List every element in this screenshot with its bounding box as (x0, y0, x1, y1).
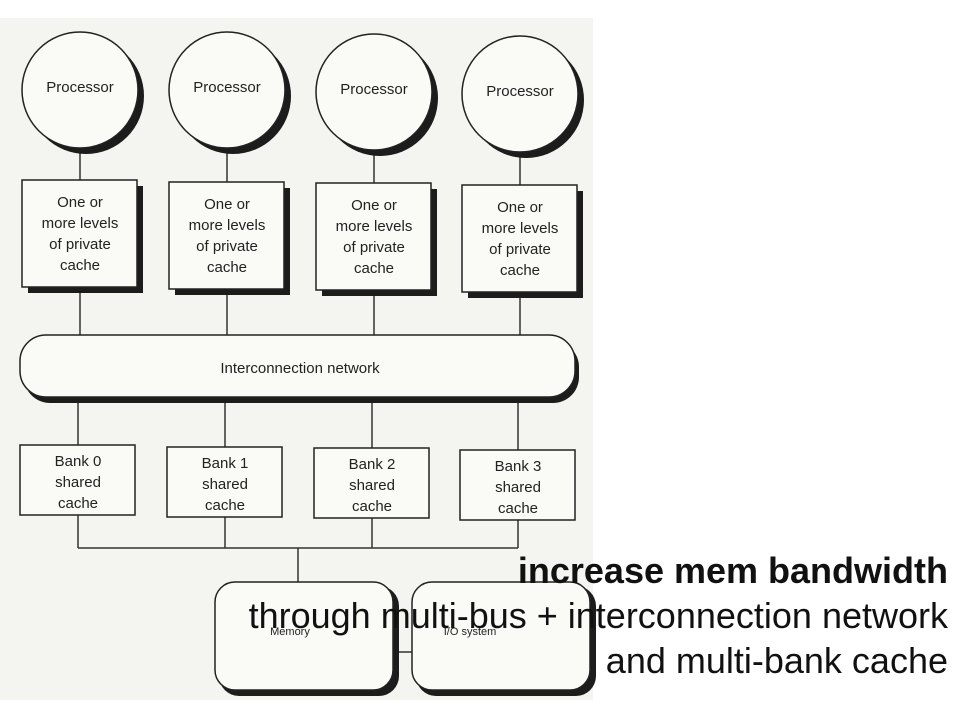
private-cache-label-line: more levels (482, 220, 559, 237)
bank-shared-cache-3: Bank 3 shared cache (459, 449, 576, 521)
processor-label: Processor (193, 79, 261, 96)
processor-1: Processor (168, 31, 291, 154)
private-cache-label-line: One or (497, 199, 543, 216)
connector-lines (77, 150, 521, 653)
private-cache-label-line: more levels (42, 215, 119, 232)
multiprocessor-diagram: Processor Processor Processor Processor One… (19, 31, 596, 696)
private-cache-label-line: One or (57, 194, 103, 211)
private-cache-label-line: cache (60, 257, 100, 274)
private-cache-label-line: of private (49, 236, 111, 253)
bank-label-line: cache (205, 497, 245, 514)
bank-label-line: Bank 0 (55, 453, 102, 470)
private-cache-label-line: more levels (189, 217, 266, 234)
bank-label-line: Bank 1 (202, 455, 249, 472)
processor-3: Processor (461, 35, 584, 158)
bank-shared-cache-0: Bank 0 shared cache (19, 444, 136, 516)
bank-label-line: Bank 3 (495, 458, 542, 475)
bank-label-line: cache (352, 498, 392, 515)
private-cache-label-line: One or (204, 196, 250, 213)
bank-shared-cache-2: Bank 2 shared cache (313, 447, 430, 519)
private-cache-label-line: of private (489, 241, 551, 258)
private-cache-label-line: more levels (336, 218, 413, 235)
bank-label-line: shared (495, 479, 541, 496)
memory-block: Memory (214, 581, 399, 696)
caption: increase mem bandwidth through multi-bus… (249, 548, 948, 683)
processor-label: Processor (486, 83, 554, 100)
bank-label-line: shared (349, 477, 395, 494)
bank-label-line: shared (55, 474, 101, 491)
private-cache-0: One or more levels of private cache (21, 179, 143, 293)
bank-label-line: cache (58, 495, 98, 512)
bank-label-line: Bank 2 (349, 456, 396, 473)
private-cache-label-line: cache (354, 260, 394, 277)
private-cache-1: One or more levels of private cache (168, 181, 290, 295)
processor-label: Processor (46, 79, 114, 96)
private-cache-label-line: of private (196, 238, 258, 255)
io-system-block: I/O system (411, 581, 596, 696)
private-cache-3: One or more levels of private cache (461, 184, 583, 298)
caption-line-3: and multi-bank cache (605, 640, 948, 681)
processor-label: Processor (340, 81, 408, 98)
private-cache-2: One or more levels of private cache (315, 182, 437, 296)
processor-0: Processor (21, 31, 144, 154)
private-cache-label-line: One or (351, 197, 397, 214)
processor-2: Processor (315, 33, 438, 156)
caption-line-2: through multi-bus + interconnection netw… (248, 595, 948, 636)
interconnect-label: Interconnection network (220, 360, 380, 377)
io-system-label: I/O system (444, 626, 497, 638)
caption-line-1: increase mem bandwidth (517, 550, 948, 591)
private-cache-label-line: cache (207, 259, 247, 276)
memory-label: Memory (270, 626, 310, 638)
interconnection-network: Interconnection network (19, 334, 579, 403)
bank-label-line: shared (202, 476, 248, 493)
private-cache-label-line: cache (500, 262, 540, 279)
bank-label-line: cache (498, 500, 538, 517)
private-cache-label-line: of private (343, 239, 405, 256)
bank-shared-cache-1: Bank 1 shared cache (166, 446, 283, 518)
